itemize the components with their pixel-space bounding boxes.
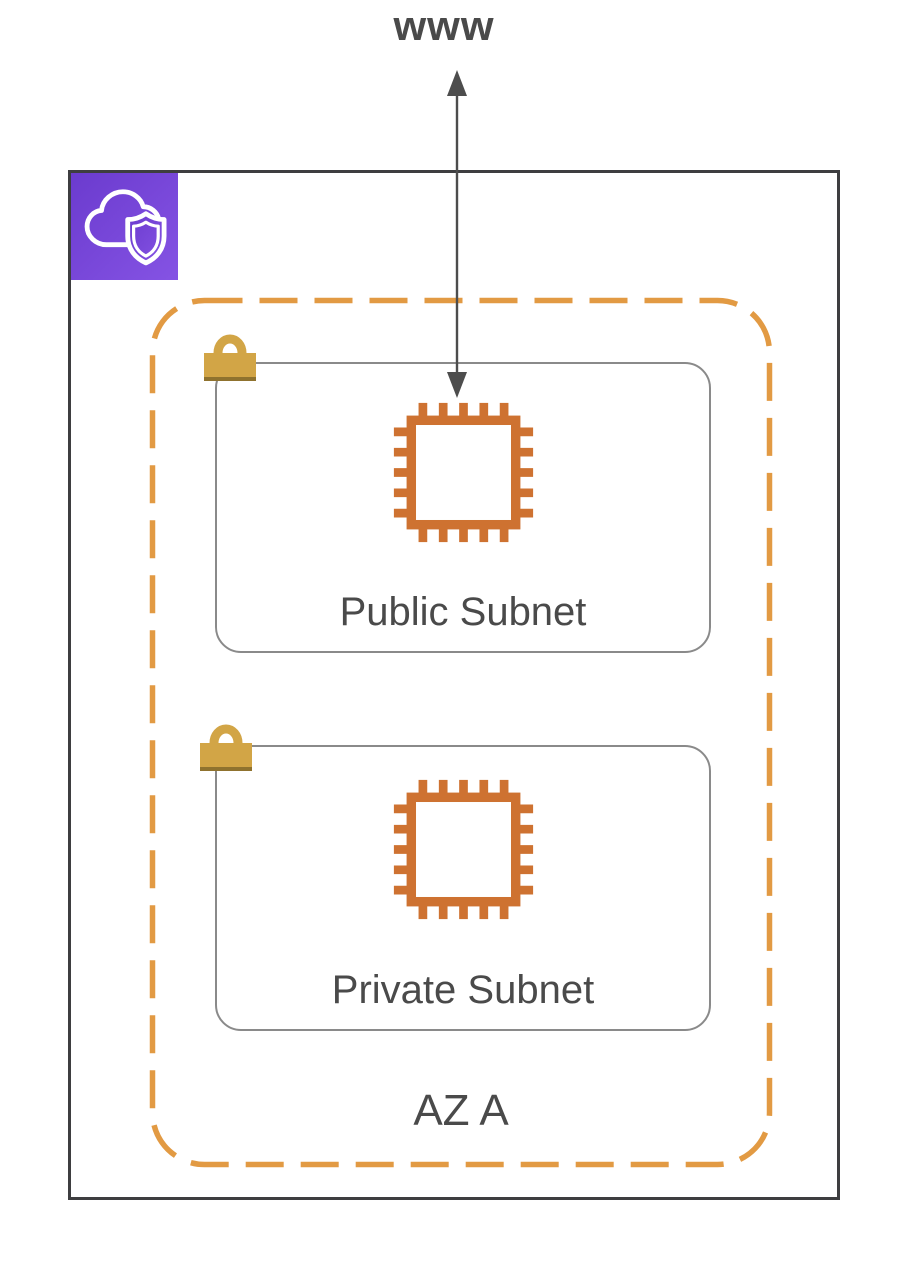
internet-label: www (393, 2, 495, 49)
private-subnet-box: Private Subnet (215, 745, 711, 1031)
public-subnet-label: Public Subnet (339, 590, 587, 634)
double-arrow-icon (447, 70, 467, 398)
chip-icon (393, 779, 534, 920)
public-subnet-box: Public Subnet (215, 362, 711, 653)
private-subnet-label: Private Subnet (331, 968, 595, 1012)
chip-icon (393, 402, 534, 543)
availability-zone-border (149, 297, 773, 1168)
lock-icon (204, 334, 256, 381)
cloud-shield-icon (71, 173, 178, 280)
lock-icon (200, 724, 252, 771)
availability-zone-label: AZ A (413, 1086, 509, 1135)
vpc-container-box (68, 170, 840, 1200)
